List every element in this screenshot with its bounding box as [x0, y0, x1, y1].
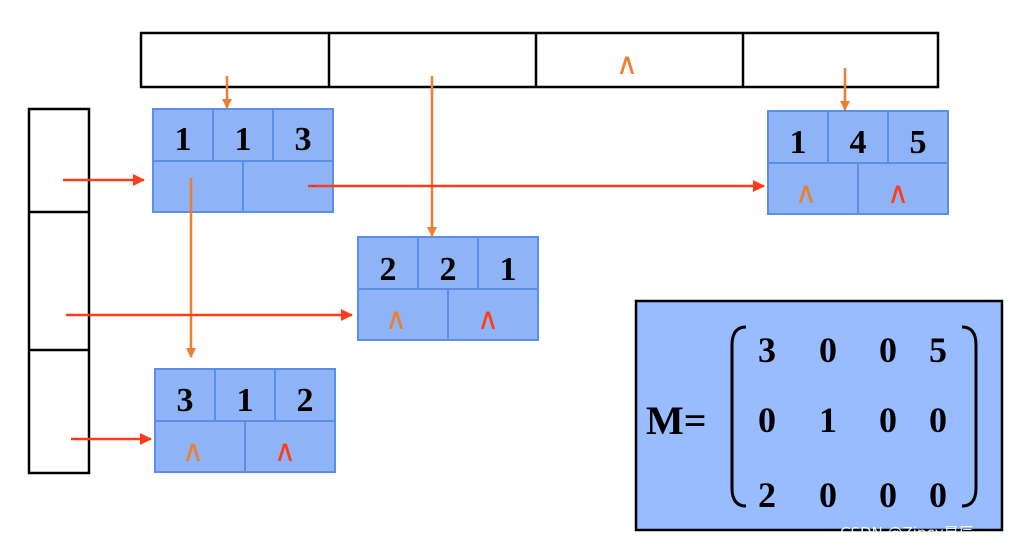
node-1-4-5: 1 4 5 ∧ ∧: [767, 110, 949, 215]
node-2-col: 4: [850, 124, 867, 161]
row-head-array: [27, 107, 91, 475]
node-2-row: 1: [790, 124, 807, 161]
matrix-right-paren: [961, 325, 978, 508]
node-2-down-pointer: ∧: [795, 176, 817, 211]
matrix-cell-3-4: 0: [929, 475, 947, 515]
matrix-cell-1-1: 3: [758, 330, 776, 370]
node-3-row: 2: [380, 251, 397, 288]
matrix-cell-3-1: 2: [758, 475, 776, 515]
column-head-array: ∧: [139, 31, 940, 89]
matrix-label: M=: [646, 398, 707, 443]
matrix-panel: M= 3 0 0 5 0 1 0 0 2 0 0 0: [634, 299, 1004, 532]
node-4-right-pointer: ∧: [274, 434, 296, 469]
node-3-value: 1: [500, 251, 517, 288]
matrix-cell-2-3: 0: [879, 400, 897, 440]
matrix-cell-1-3: 0: [879, 330, 897, 370]
node-2-2-1: 2 2 1 ∧ ∧: [357, 236, 539, 341]
node-1-value: 3: [295, 121, 312, 158]
matrix-cell-2-4: 0: [929, 400, 947, 440]
matrix-cell-1-2: 0: [819, 330, 837, 370]
matrix-cell-3-3: 0: [879, 475, 897, 515]
node-3-1-2: 3 1 2 ∧ ∧: [154, 368, 336, 473]
node-1-row: 1: [175, 121, 192, 158]
matrix-cell-2-2: 1: [819, 400, 837, 440]
node-1-col: 1: [235, 121, 252, 158]
matrix-cell-2-1: 0: [758, 400, 776, 440]
node-3-right-pointer: ∧: [477, 302, 499, 337]
node-2-value: 5: [910, 124, 927, 161]
matrix-cell-3-2: 0: [819, 475, 837, 515]
column-head-null-symbol: ∧: [616, 47, 638, 82]
node-2-right-pointer: ∧: [887, 176, 909, 211]
node-3-down-pointer: ∧: [385, 302, 407, 337]
node-1-1-3: 1 1 3: [152, 108, 334, 213]
watermark: CSDN @Zincy星辰: [840, 524, 974, 542]
node-3-col: 2: [440, 251, 457, 288]
node-4-value: 2: [297, 382, 314, 419]
node-4-down-pointer: ∧: [182, 434, 204, 469]
node-4-col: 1: [237, 382, 254, 419]
node-4-row: 3: [177, 382, 194, 419]
matrix-cell-1-4: 5: [929, 330, 947, 370]
matrix-left-paren: [730, 325, 747, 508]
